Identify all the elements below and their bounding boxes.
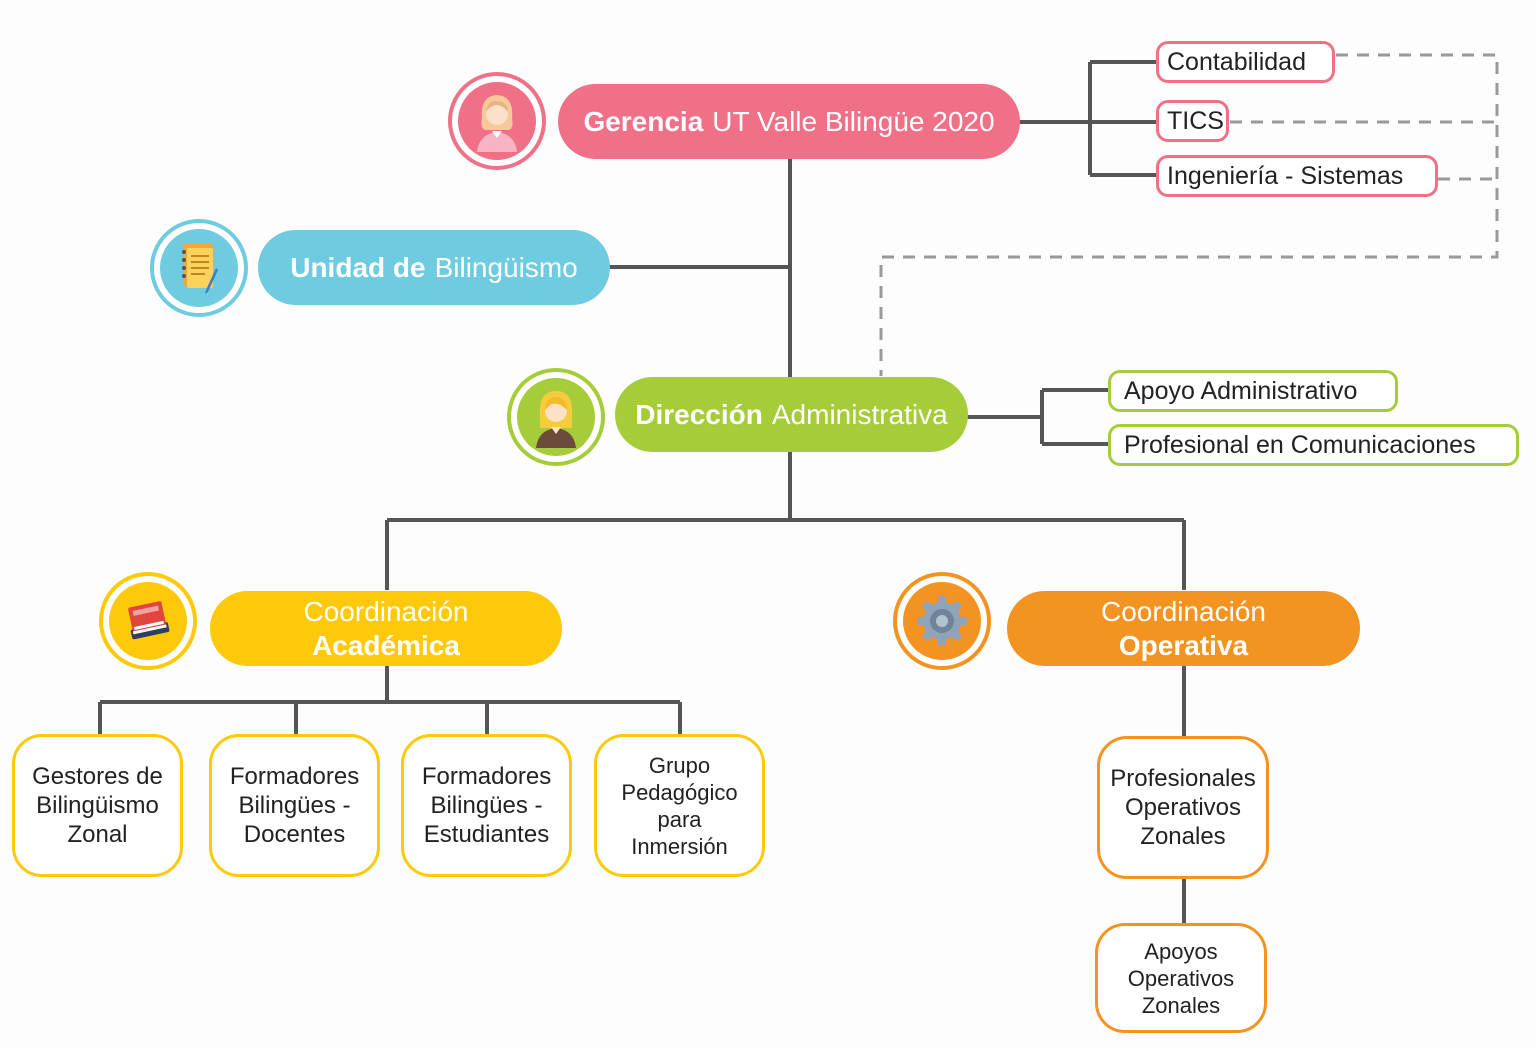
formadores-docentes-line2: Bilingües - [238,792,351,819]
support-ingenieria-sistemas[interactable]: Ingeniería - Sistemas [1156,155,1438,197]
blonde-woman-avatar-icon [517,378,595,456]
profesionales-line3: Zonales [1140,823,1226,850]
support-apoyo-administrativo[interactable]: Apoyo Administrativo [1108,370,1398,412]
direccion-avatar [507,368,605,466]
support-tics-label: TICS [1167,106,1224,135]
gestores-line1: Gestores de [32,763,163,790]
formadores-docentes-line1: Formadores [229,763,360,790]
unidad-title-bold: Unidad de [290,251,426,283]
support-apoyo-label: Apoyo Administrativo [1124,376,1358,405]
coord-academica-line2: Académica [312,629,460,661]
formadores-estudiantes-line2: Bilingües - [430,792,543,819]
coord-academica-node[interactable]: Coordinación Académica [210,591,562,666]
gear-icon [903,582,981,660]
academica-avatar [99,572,197,670]
connector-academica-children [98,665,682,736]
support-contabilidad-label: Contabilidad [1167,47,1306,76]
connector-gerencia-support [1018,60,1158,177]
coord-academica-line1: Coordinación [303,595,469,627]
formadores-estudiantes-line1: Formadores [421,763,552,790]
node-grupo-pedagogico[interactable]: Grupo Pedagógico para Inmersión [594,734,765,877]
support-profesional-comunicaciones[interactable]: Profesional en Comunicaciones [1108,424,1519,466]
apoyos-line3: Zonales [1141,992,1221,1018]
grupo-line1: Grupo [648,752,711,778]
books-icon [109,582,187,660]
grupo-line2: Pedagógico [621,779,738,805]
support-profesional-label: Profesional en Comunicaciones [1124,430,1476,459]
gerencia-avatar [448,72,546,170]
gestores-line3: Zonal [67,821,128,848]
direccion-title-bold: Dirección [635,398,763,430]
connector-coordinations [385,518,1186,590]
gerencia-title-rest: UT Valle Bilingüe 2020 [712,105,995,137]
node-formadores-estudiantes[interactable]: Formadores Bilingües - Estudiantes [401,734,572,877]
grupo-line3: para [657,806,702,832]
support-ingenieria-label: Ingeniería - Sistemas [1167,161,1404,190]
apoyos-line1: Apoyos [1144,938,1218,964]
node-gestores-bilinguismo[interactable]: Gestores de Bilingüismo Zonal [12,734,183,877]
apoyos-line2: Operativos [1127,965,1235,991]
profesionales-line1: Profesionales [1110,765,1256,792]
dashed-staff-line [879,53,1499,376]
woman-avatar-icon [458,82,536,160]
unidad-avatar [150,219,248,317]
direccion-title-rest: Administrativa [771,398,948,430]
connector-direccion-support [966,388,1110,446]
coord-operativa-line2: Operativa [1118,629,1249,661]
unidad-title-rest: Bilingüismo [434,251,578,283]
coord-operativa-line1: Coordinación [1101,595,1266,627]
profesionales-line2: Operativos [1124,794,1242,821]
gestores-line2: Bilingüismo [36,792,159,819]
coord-operativa-node[interactable]: Coordinación Operativa [1007,591,1360,666]
node-profesionales-operativos[interactable]: Profesionales Operativos Zonales [1097,736,1269,879]
formadores-estudiantes-line3: Estudiantes [423,821,550,848]
gerencia-title-bold: Gerencia [583,105,704,137]
node-apoyos-operativos[interactable]: Apoyos Operativos Zonales [1095,923,1267,1033]
formadores-docentes-line3: Docentes [243,821,346,848]
node-formadores-docentes[interactable]: Formadores Bilingües - Docentes [209,734,380,877]
support-tics[interactable]: TICS [1156,100,1229,142]
support-contabilidad[interactable]: Contabilidad [1156,41,1335,83]
notebook-icon [160,229,238,307]
grupo-line4: Inmersión [631,833,728,859]
operativa-avatar [893,572,991,670]
